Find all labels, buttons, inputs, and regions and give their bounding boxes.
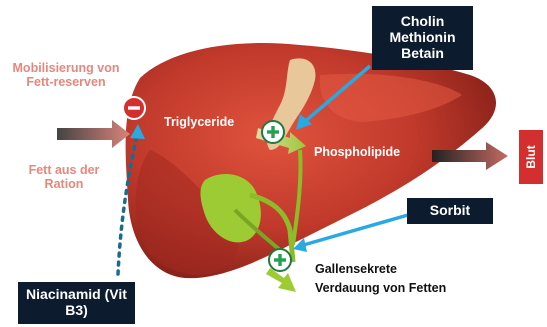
blut-badge: Blut (519, 130, 543, 184)
niacinamid-label: Niacinamid (Vit B3) (18, 287, 135, 318)
ration-label: Fett aus der Ration (24, 163, 104, 192)
cholin-box: Cholin Methionin Betain (372, 6, 473, 70)
plus-icon (261, 120, 285, 144)
mobilisierung-label: Mobilisierung von Fett-reserven (10, 61, 122, 90)
niacinamid-box: Niacinamid (Vit B3) (18, 282, 135, 324)
minus-icon (122, 96, 146, 120)
cholin-label: Cholin Methionin Betain (372, 14, 473, 61)
fat-input-arrow (57, 120, 130, 148)
phospholipide-label: Phospholipide (314, 145, 400, 159)
gallensekrete-label: Gallensekrete (315, 262, 397, 276)
verdauung-label: Verdauung von Fetten (315, 281, 446, 295)
sorbit-box: Sorbit (407, 198, 493, 224)
blut-label: Blut (524, 145, 538, 168)
sorbit-label: Sorbit (430, 203, 470, 219)
plus-icon (268, 248, 292, 272)
triglyceride-label: Triglyceride (164, 115, 234, 129)
